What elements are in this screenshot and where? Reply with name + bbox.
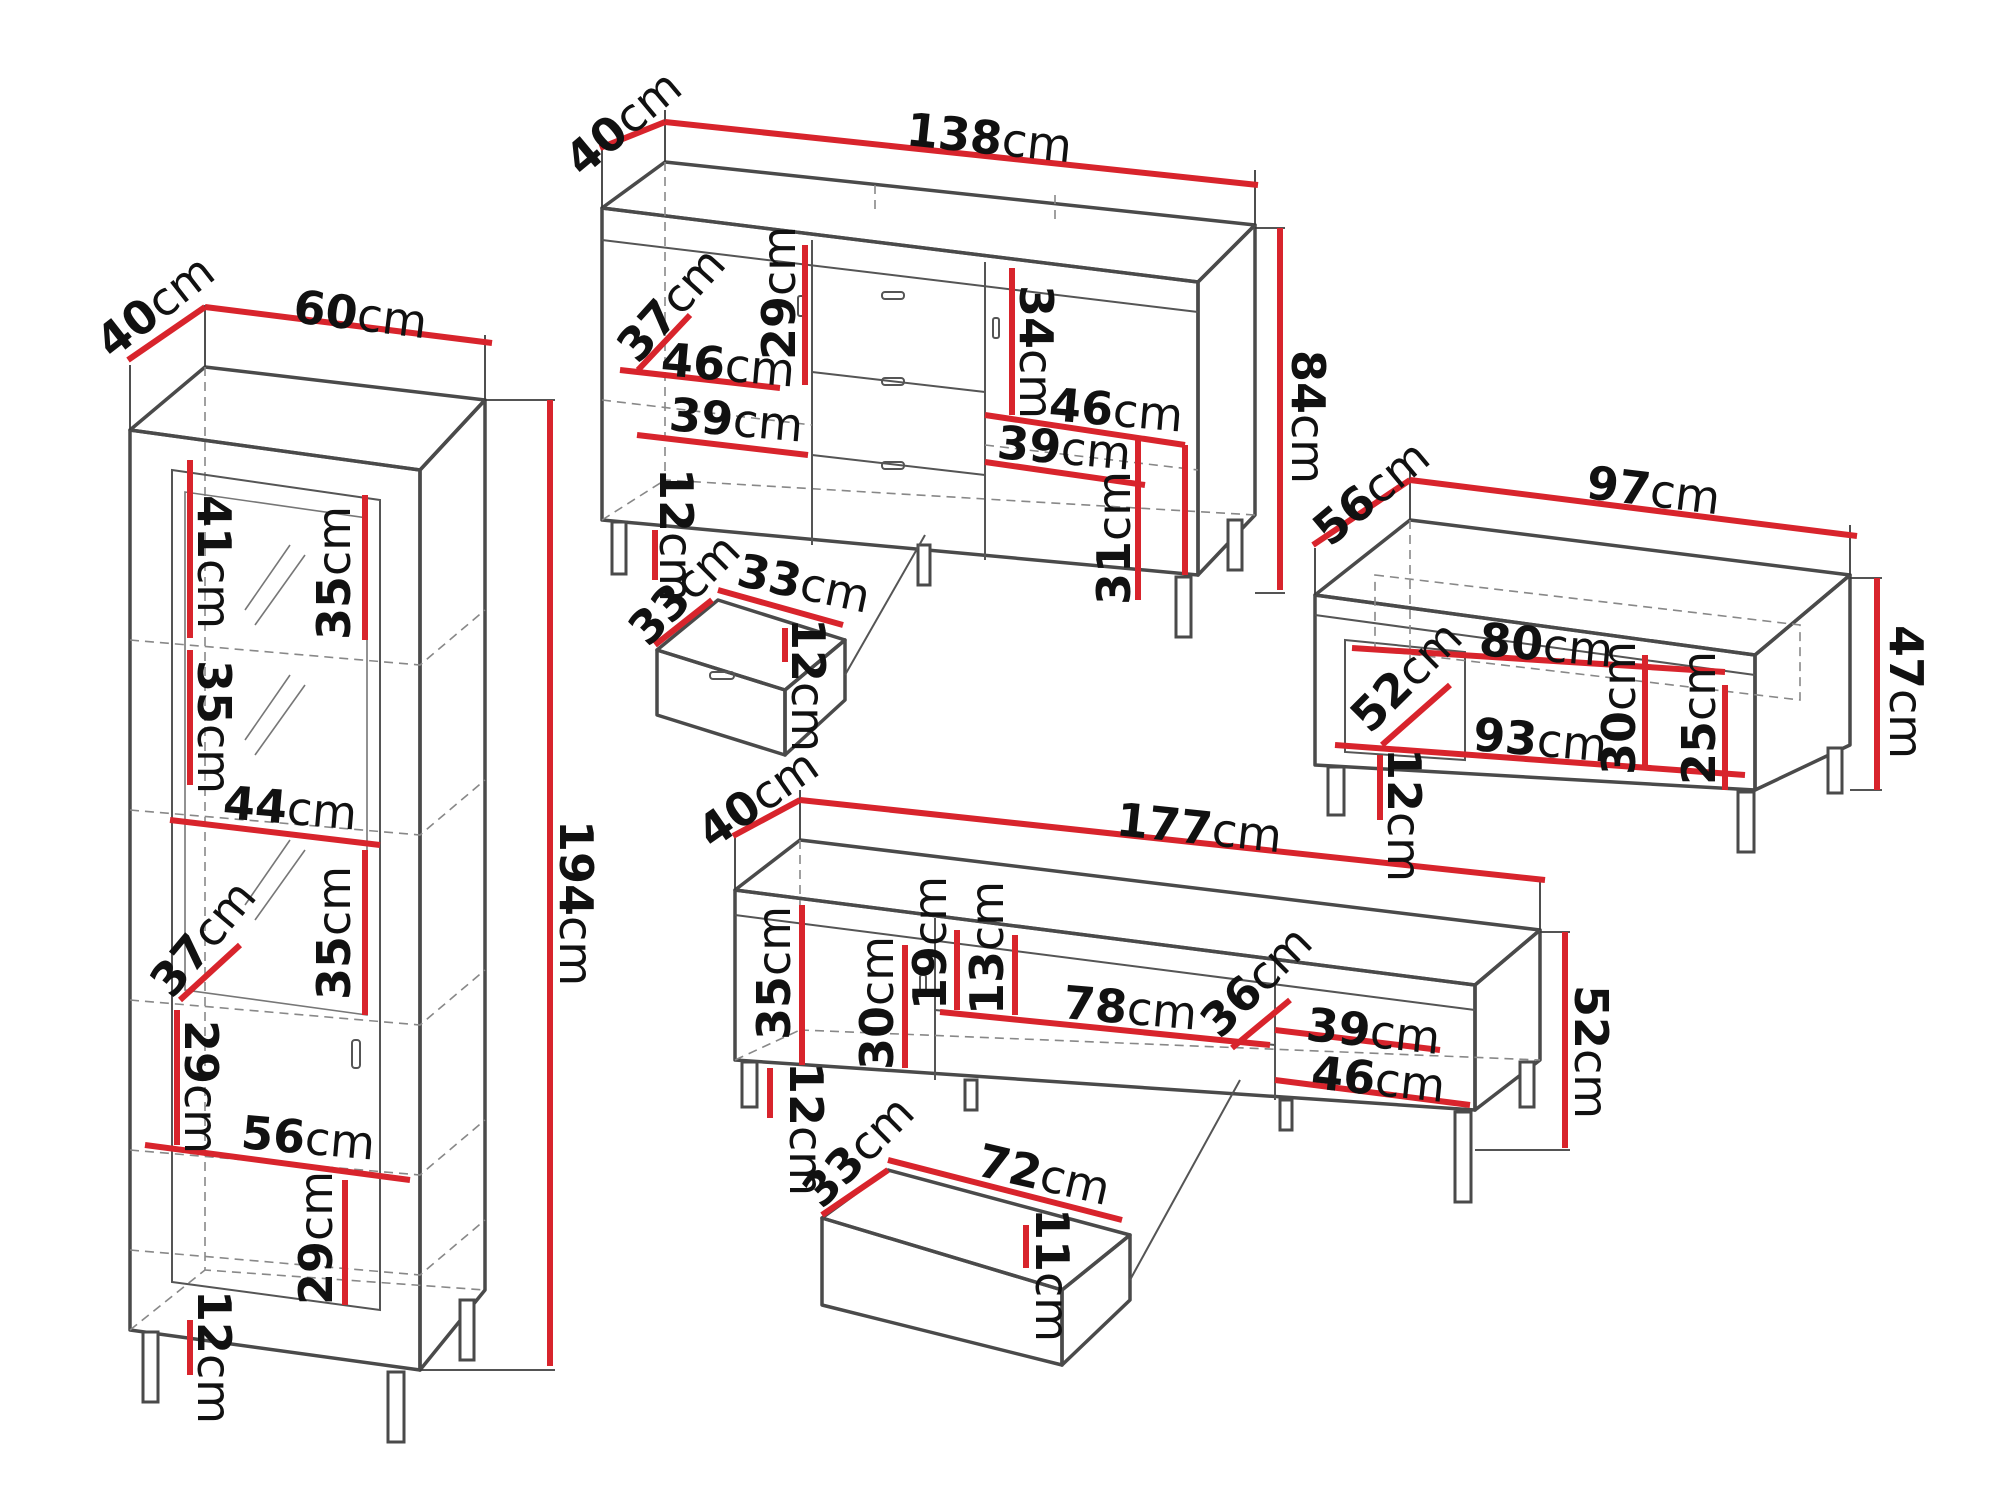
coffee-table-dimensions: [1311, 470, 1882, 820]
tv-stand-dimensions: [731, 790, 1570, 1268]
label-tv-niche-height-2: 13cm: [960, 881, 1014, 1015]
label-ct-inner-width: 80cm: [1477, 612, 1615, 677]
label-tall-shelf-depth: 37cm: [139, 870, 267, 1007]
label-ct-leg: 12cm: [1377, 748, 1431, 882]
label-tall-bottom-height: 29cm: [289, 1171, 343, 1305]
label-tall-inner-width: 44cm: [221, 775, 359, 840]
label-tv-drawer-width: 72cm: [973, 1133, 1116, 1216]
label-sb-leg: 12cm: [649, 468, 703, 602]
label-sb-upper-height: 29cm: [752, 226, 806, 360]
label-tv-right-width: 39cm: [1304, 997, 1443, 1065]
label-sb-lower-height: 31cm: [1087, 471, 1141, 605]
label-tv-width: 177cm: [1114, 792, 1285, 863]
label-tall-bottom-width: 56cm: [239, 1105, 377, 1170]
label-tv-drawer-height: 11cm: [1025, 1208, 1079, 1342]
label-tall-width: 60cm: [291, 279, 431, 349]
label-sb-left-inner: 39cm: [667, 387, 805, 452]
label-sb-width: 138cm: [904, 102, 1075, 173]
dimension-labels: 40cm 60cm 194cm 41cm 35cm 35cm 44cm 35cm…: [86, 59, 1933, 1424]
label-tall-glass2: 35cm: [307, 866, 361, 1000]
label-ct-inner-height: 30cm: [1592, 641, 1646, 775]
label-tall-leg: 12cm: [187, 1290, 241, 1424]
label-tall-shelf1: 41cm: [187, 495, 241, 629]
label-sb-left-width: 46cm: [659, 332, 797, 397]
label-ct-width: 97cm: [1584, 455, 1724, 525]
label-tv-left-height: 35cm: [747, 906, 801, 1040]
label-ct-lower-width: 93cm: [1471, 707, 1609, 772]
label-tall-glass1: 35cm: [307, 506, 361, 640]
sideboard-dimensions: [598, 110, 1285, 662]
label-ct-inner-height-2: 25cm: [1672, 651, 1726, 785]
label-sb-drawer-height: 12cm: [781, 618, 835, 752]
label-sb-right-height: 34cm: [1009, 285, 1063, 419]
label-sb-right-width: 46cm: [1047, 377, 1185, 442]
label-tall-shelf3: 29cm: [174, 1020, 228, 1154]
label-tv-leg: 12cm: [779, 1062, 833, 1196]
label-sb-drawer-width: 33cm: [733, 543, 875, 624]
label-ct-height: 47cm: [1879, 625, 1933, 759]
label-sb-height: 84cm: [1281, 350, 1335, 484]
label-tv-niche-width: 78cm: [1061, 975, 1199, 1040]
tall-display-cabinet: [128, 365, 487, 1444]
label-tv-height: 52cm: [1564, 985, 1618, 1119]
label-tall-shelf2: 35cm: [187, 660, 241, 794]
label-tall-height: 194cm: [549, 820, 603, 986]
label-sb-right-inner: 39cm: [995, 415, 1133, 480]
label-tv-door-height: 30cm: [850, 936, 904, 1070]
label-tv-right-width-2: 46cm: [1309, 1045, 1448, 1113]
tall-cabinet-dimensions: [126, 304, 555, 1375]
label-tv-niche-height: 19cm: [903, 876, 957, 1010]
